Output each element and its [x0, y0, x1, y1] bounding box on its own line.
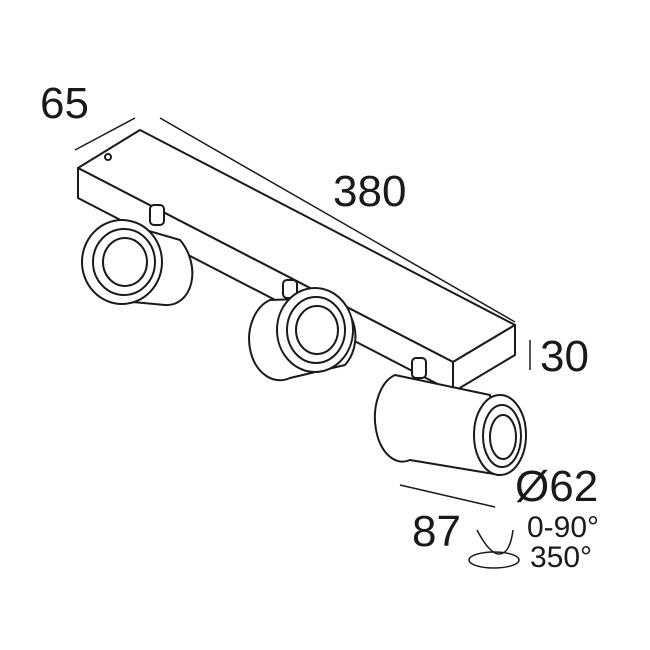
dimension-lines [74, 117, 531, 508]
mounting-bar [77, 129, 516, 393]
rotation-angle-label: 350° [530, 541, 593, 574]
spotlight-right [373, 357, 527, 476]
diameter-dimension-label: Ø62 [515, 462, 599, 511]
depth-dimension-label: 65 [40, 79, 89, 128]
projection-dimension-label: 87 [412, 507, 461, 556]
spotlight-left [81, 204, 194, 307]
spotlight-middle [248, 279, 357, 382]
length-dimension-label: 380 [333, 167, 407, 216]
tilt-rotation-icon [468, 529, 520, 569]
height-dimension-label: 30 [540, 332, 589, 381]
tilt-angle-label: 0-90° [527, 511, 600, 544]
